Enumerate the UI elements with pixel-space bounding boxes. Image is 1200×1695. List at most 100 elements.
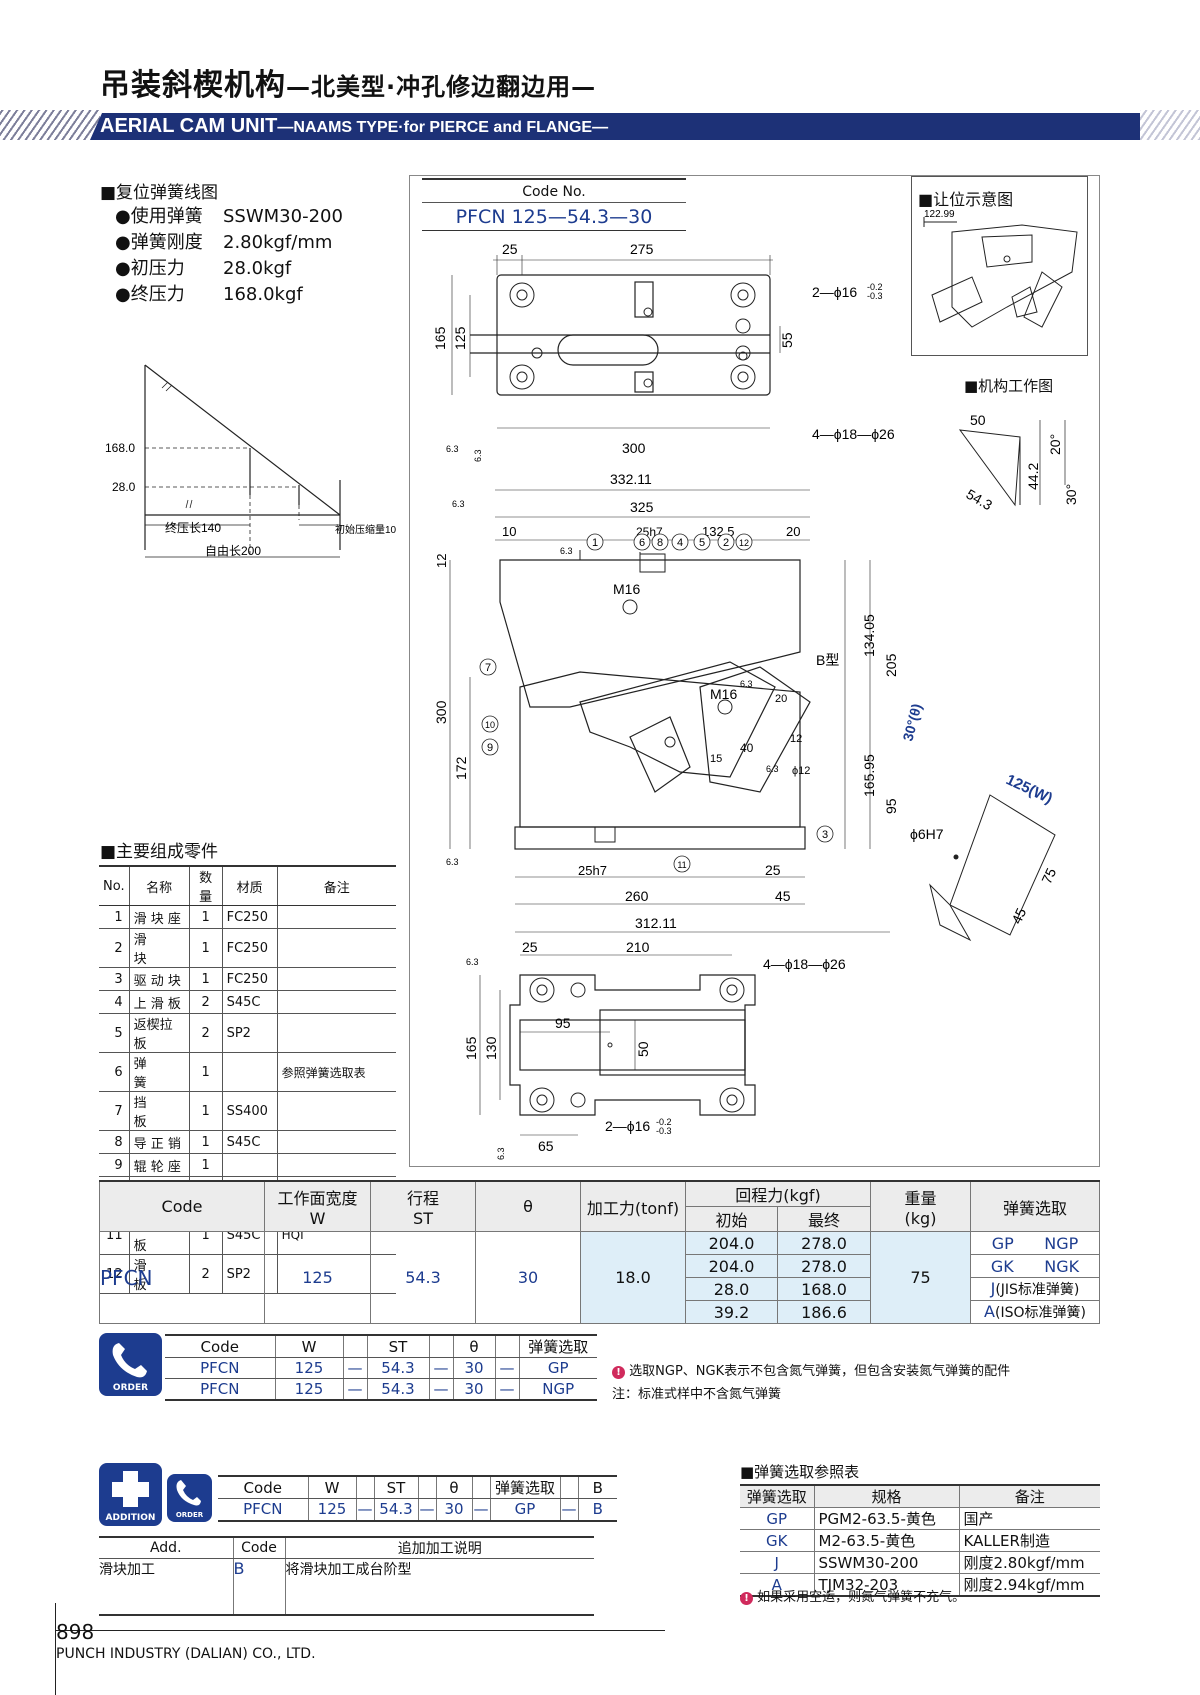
add-t-code: B — [232, 1558, 285, 1616]
spec-row: 28.0 168.0 J(JIS标准弹簧) — [100, 1277, 1100, 1301]
add-h-spring: 弹簧选取 — [490, 1475, 561, 1499]
top-roughness-1: 6.3 — [446, 444, 459, 454]
alert-icon: ! — [740, 1592, 753, 1605]
order-h-sep — [429, 1334, 454, 1358]
parts-header-no: No. — [99, 865, 130, 906]
part-qty: 1 — [188, 905, 223, 929]
parts-header-name: 名称 — [128, 865, 190, 906]
spec-h-weight-unit: (kg) — [904, 1209, 937, 1228]
front-dim-165: 165.95 — [861, 754, 877, 797]
spec-h-stroke-cn: 行程 — [406, 1189, 439, 1208]
part-material — [221, 1153, 278, 1177]
header-hatch-right — [1140, 110, 1200, 140]
part-qty: 1 — [188, 967, 223, 991]
order-h-sep — [343, 1334, 368, 1358]
spring-key: ●使用弹簧 — [115, 206, 203, 227]
ref-h-spring: 弹簧选取 — [740, 1484, 814, 1508]
bottom-dim-130: 130 — [483, 1036, 499, 1060]
part-no: 1 — [99, 905, 130, 929]
addition-code-cell: GP — [490, 1498, 561, 1522]
spec-spring-b: NGK — [1044, 1256, 1080, 1276]
front-dim-10: 10 — [502, 524, 516, 539]
work-sketch: 50 54.3 44.2 20° 30° — [958, 412, 1079, 513]
balloon-circle — [671, 533, 689, 551]
top-dim-125: 125 — [452, 326, 468, 350]
code-box-value: PFCN 125—54.3—30 — [422, 203, 686, 231]
spring-key: ●初压力 — [115, 258, 185, 279]
order-cell: — — [495, 1378, 520, 1401]
balloon-circle — [816, 825, 834, 843]
order-cell: — — [429, 1378, 454, 1401]
bottom-dim-165: 165 — [463, 1036, 479, 1060]
part-qty: 2 — [188, 990, 223, 1014]
add-t-h-desc: 追加加工说明 — [284, 1536, 594, 1559]
part-qty: 1 — [188, 928, 223, 968]
part-material: S45C — [221, 990, 278, 1014]
part-name: 返楔拉板 — [128, 1013, 190, 1053]
part-no: 4 — [99, 990, 130, 1014]
spec-spring: GK NGK — [970, 1254, 1100, 1278]
spec-h-force: 加工力(tonf) — [580, 1180, 686, 1232]
footer-rule — [55, 1630, 665, 1631]
spec-return-final: 186.6 — [777, 1300, 871, 1324]
bottom-dim-95: 95 — [555, 1015, 571, 1031]
order-cell: — — [429, 1357, 454, 1379]
spec-h-stroke-sym: ST — [413, 1209, 433, 1228]
spring-value: 168.0kgf — [223, 284, 303, 305]
spec-subheader-row: 初始 最终 — [100, 1206, 1100, 1232]
dim-initial-compression: 初始压缩量10 — [335, 523, 397, 536]
plus-icon — [112, 1471, 149, 1507]
page-title: 吊装斜楔机构—北美型·冲孔修边翻边用— — [100, 60, 596, 104]
spec-return-init: 28.0 — [685, 1277, 778, 1301]
ref-h-spec: 规格 — [813, 1484, 959, 1508]
phone-icon — [112, 1343, 147, 1378]
order-cell: NGP — [519, 1378, 597, 1401]
top-dim-300: 300 — [622, 440, 646, 456]
addition-code-cell: — — [472, 1498, 491, 1522]
part-no: 5 — [99, 1013, 130, 1053]
y-label-168: 168.0 — [105, 441, 135, 455]
ref-remark: KALLER制造 — [958, 1529, 1100, 1552]
order-cell: 54.3 — [367, 1357, 430, 1379]
part-remark — [276, 1153, 396, 1177]
parts-header-remark: 备注 — [276, 865, 396, 906]
part-name: 挡 板 — [128, 1091, 190, 1131]
front-dim-95: 95 — [883, 798, 899, 814]
balloon-label: 10 — [485, 720, 495, 730]
top-dim-2-phi16: 2—ϕ16 — [812, 284, 857, 300]
bottom-roughness-1: 6.3 — [466, 957, 479, 967]
spring-key: ●终压力 — [115, 284, 185, 305]
front-angle-theta: 30°(θ) — [899, 702, 924, 743]
order-h-spring: 弹簧选取 — [519, 1334, 597, 1358]
spec-force: 18.0 — [580, 1231, 686, 1324]
part-material: FC250 — [221, 928, 278, 968]
spec-spring-a: A — [984, 1302, 995, 1321]
ref-spec: SSWM30-200 — [813, 1551, 959, 1574]
addition-code-cell: — — [560, 1498, 579, 1522]
spring-value: SSWM30-200 — [223, 206, 343, 227]
balloon-label: 6 — [639, 537, 645, 549]
front-view-drawing: 332.11 325 10 25h7 132.5 20 12 300 172 1… — [433, 471, 925, 933]
part-name: 驱 动 块 — [128, 967, 190, 991]
part-remark — [276, 990, 396, 1014]
balloon-label: 4 — [677, 537, 683, 549]
order-cell: — — [343, 1378, 368, 1401]
spec-row: PFCN 125 54.3 30 18.0 204.0 278.0 75 GP … — [99, 1231, 1100, 1324]
addition-code-cell: 54.3 — [374, 1498, 419, 1522]
spec-row: 39.2 186.6 A(ISO标准弹簧) — [100, 1300, 1100, 1324]
bottom-dim-2-phi16: 2—ϕ16 — [605, 1118, 650, 1134]
spec-width: 125 — [264, 1231, 371, 1324]
front-dim-312: 312.11 — [635, 915, 677, 931]
top-dim-4-phi18: 4—ϕ18—ϕ26 — [812, 426, 895, 442]
spec-return-init: 39.2 — [685, 1300, 778, 1324]
part-no: 9 — [99, 1153, 130, 1177]
balloon-label: 11 — [677, 860, 686, 870]
balloon-label: 5 — [699, 537, 705, 549]
